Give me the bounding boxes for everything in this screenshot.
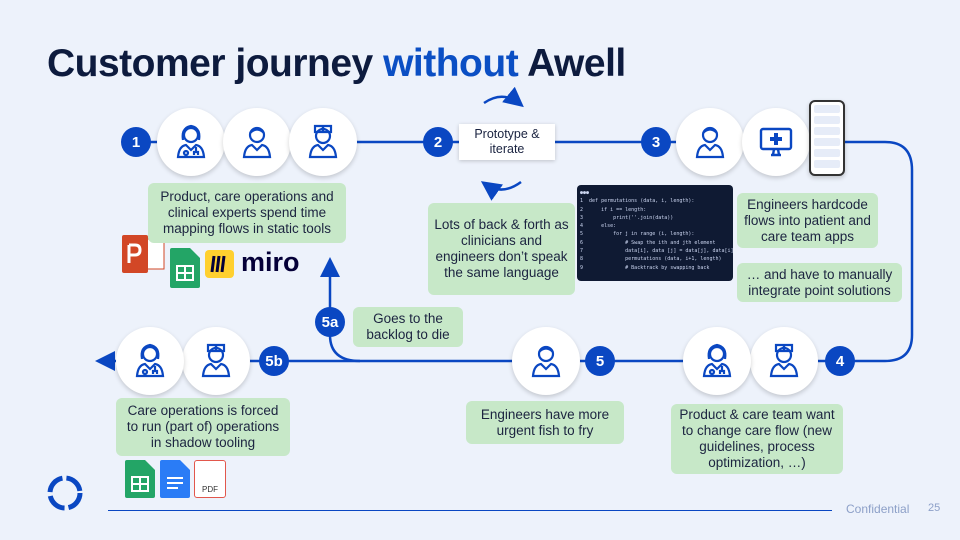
page-number: 25	[928, 502, 941, 514]
awell-logo	[47, 475, 83, 511]
step-2-badge: 2	[423, 127, 453, 157]
doctor-icon	[157, 108, 225, 176]
miro-logo-icon	[205, 250, 234, 278]
code-line: 2 if i == length:	[580, 206, 647, 213]
code-line: 9 # Backtrack by swapping back	[580, 264, 710, 271]
nurse-icon	[289, 108, 357, 176]
pdf-label: PDF	[202, 485, 218, 494]
nurse-icon	[750, 327, 818, 395]
iterate-arrow-bottom	[480, 180, 522, 201]
step-5-badge: 5	[585, 346, 615, 376]
step-1-badge: 1	[121, 127, 151, 157]
loop-path	[95, 140, 914, 371]
pdf-icon: PDF	[194, 460, 226, 498]
code-line: 8 permutations (data, i+1, length)	[580, 256, 722, 263]
step-5b-badge: 5b	[259, 346, 289, 376]
note-step-4: Product & care team want to change care …	[671, 404, 843, 474]
doctor-icon	[116, 327, 184, 395]
note-step-1: Product, care operations and clinical ex…	[148, 183, 346, 243]
google-sheets-icon	[125, 460, 155, 498]
code-line: ●●●	[580, 190, 590, 196]
title-prefix: Customer journey	[47, 42, 384, 85]
code-line: 6 # Swap the ith and jth element	[580, 239, 716, 246]
note-step-2: Lots of back & forth as clinicians and e…	[428, 203, 575, 295]
step-4-badge: 4	[825, 346, 855, 376]
note-step-5b: Care operations is forced to run (part o…	[116, 398, 290, 456]
step-3-badge: 3	[641, 127, 671, 157]
person-icon	[223, 108, 291, 176]
code-line: 5 for j in range (i, length):	[580, 231, 695, 238]
iterate-arrow-top	[483, 86, 524, 108]
code-line: 1 def permutations (data, i, length):	[580, 198, 695, 205]
engineer-icon	[512, 327, 580, 395]
engineer-icon	[676, 108, 744, 176]
title-suffix: Awell	[518, 42, 626, 85]
google-sheets-icon	[170, 248, 200, 288]
confidential-label: Confidential	[846, 502, 910, 516]
title-highlight: without	[383, 42, 519, 85]
code-line: 4 else:	[580, 223, 617, 230]
page-title: Customer journey without Awell	[47, 42, 626, 86]
note-step-5: Engineers have more urgent fish to fry	[466, 401, 624, 444]
footer-divider	[108, 510, 832, 511]
code-line: 3 print(''.join(data))	[580, 214, 674, 221]
code-line: 7 data[i], data [j] = data[j], data[i]	[580, 248, 734, 255]
note-step-3a: Engineers hardcode flows into patient an…	[737, 193, 878, 248]
monitor-plus-icon	[742, 108, 810, 176]
google-docs-icon	[160, 460, 190, 498]
doctor-icon	[683, 327, 751, 395]
nurse-icon	[182, 327, 250, 395]
code-snippet: ●●● 1 def permutations (data, i, length):…	[577, 185, 734, 281]
phone-app-mockup	[809, 100, 845, 176]
powerpoint-icon	[122, 235, 165, 273]
prototype-box: Prototype & iterate	[459, 124, 555, 160]
note-step-5a: Goes to the backlog to die	[353, 307, 463, 347]
miro-wordmark: miro	[241, 247, 300, 277]
step-5a-badge: 5a	[315, 307, 345, 337]
note-step-3b: … and have to manually integrate point s…	[737, 263, 902, 302]
